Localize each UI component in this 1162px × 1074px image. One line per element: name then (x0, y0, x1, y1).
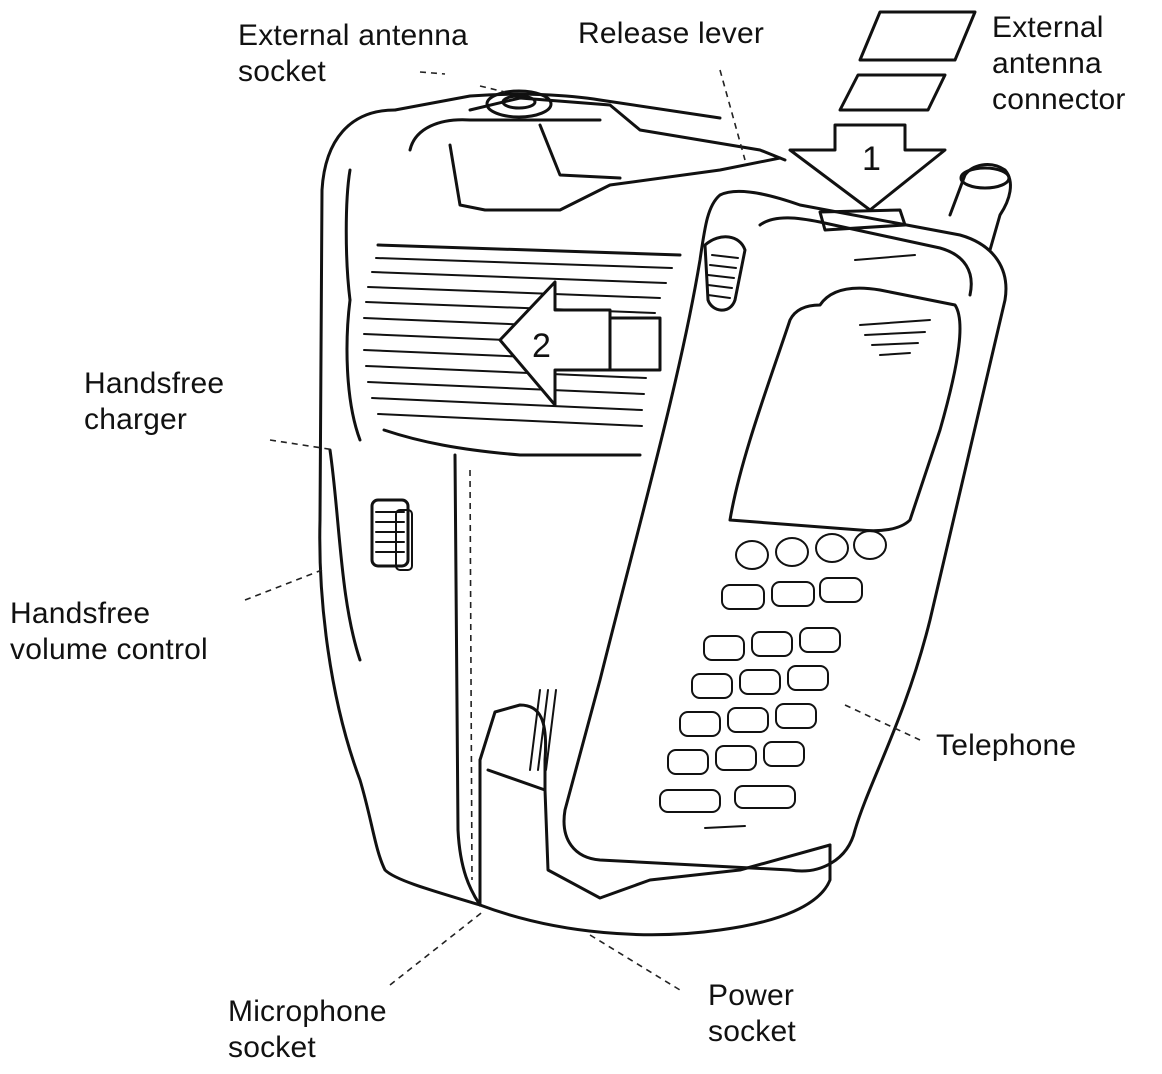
handsfree-charger-body (318, 89, 832, 937)
label-handsfree-charger: Handsfree charger (84, 367, 225, 436)
telephone-handset (529, 163, 1012, 873)
step-2-arrow (498, 280, 612, 407)
label-power-socket: Power socket (708, 979, 796, 1048)
label-handsfree-volume-control: Handsfree volume control (10, 597, 208, 666)
label-release-lever: Release lever (578, 17, 765, 50)
step-2-number: 2 (532, 327, 551, 365)
label-microphone-socket: Microphone socket (228, 995, 387, 1064)
label-external-antenna-connector: External antenna connector (992, 11, 1126, 116)
label-external-antenna-socket: External antenna socket (238, 19, 469, 88)
external-antenna-connector-part (838, 10, 977, 112)
step-1-arrow (788, 123, 947, 212)
leader-lines (244, 69, 921, 991)
step-1-number: 1 (862, 140, 881, 178)
label-telephone: Telephone (936, 729, 1077, 762)
step-arrows (498, 123, 947, 407)
